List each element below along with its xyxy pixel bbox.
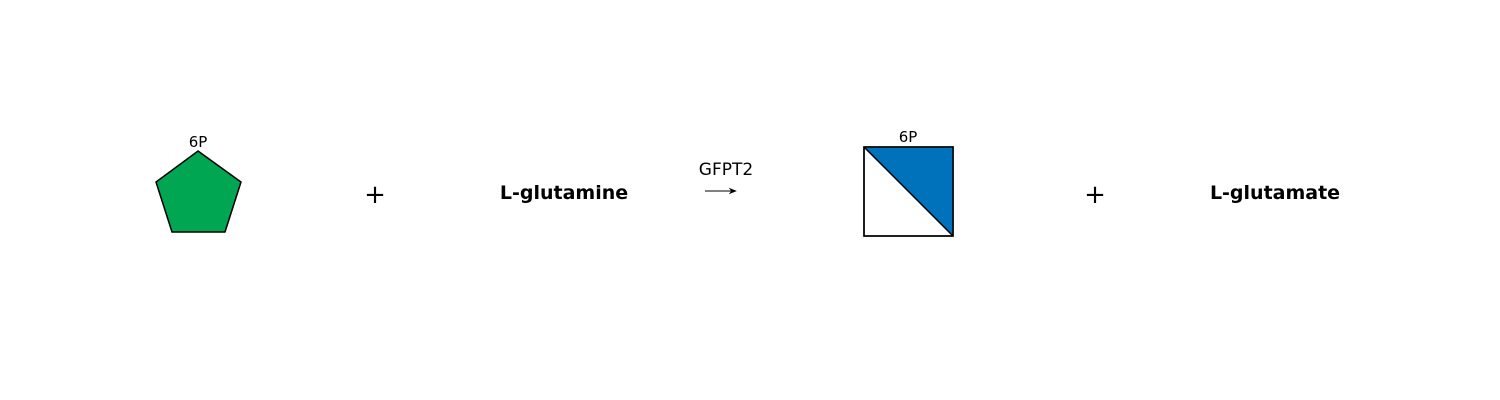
reactant-sugar: 6P [155, 133, 242, 233]
square-outline [863, 146, 954, 237]
pentagon-icon [155, 150, 242, 233]
square-diagonal [863, 146, 954, 237]
plus-sign: + [1084, 180, 1106, 210]
reaction-step: GFPT2 [699, 160, 753, 195]
reactant-sugar-modification-label: 6P [189, 133, 208, 151]
coproduct-label: L-glutamate [1210, 182, 1340, 204]
enzyme-label: GFPT2 [699, 160, 753, 180]
cosubstrate-label: L-glutamine [500, 182, 628, 204]
product-sugar-modification-label: 6P [899, 128, 918, 146]
plus-sign: + [364, 180, 386, 210]
product-sugar: 6P [863, 128, 954, 237]
